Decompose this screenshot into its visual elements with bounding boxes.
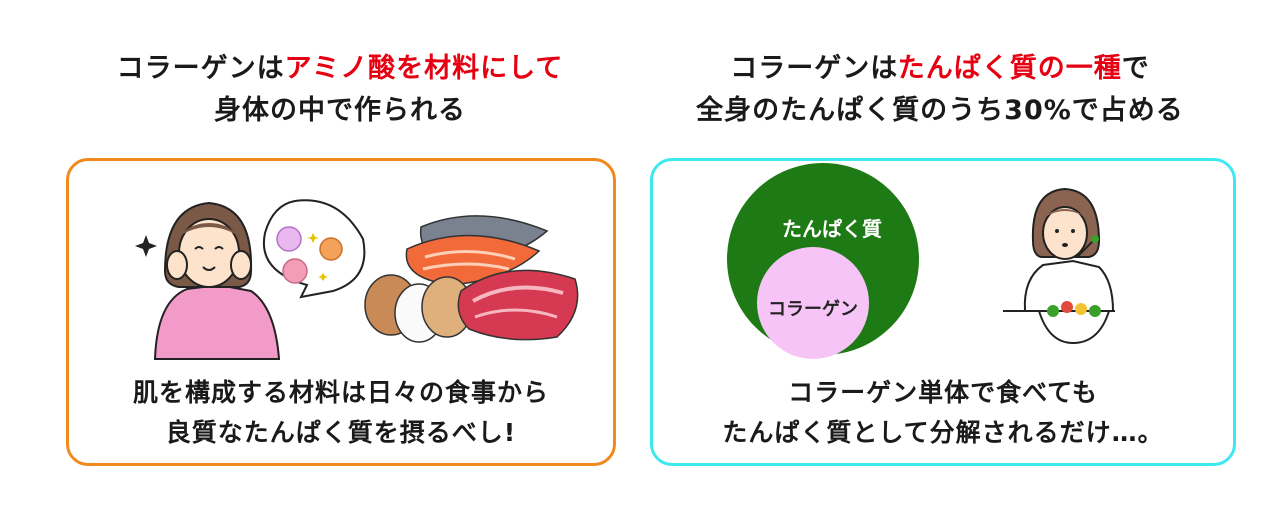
woman-touching-cheeks-figure [153,201,281,360]
right-caption-line1: コラーゲン単体で食べても [788,378,1098,407]
left-heading-pre: コラーゲンは [116,53,285,84]
right-heading-highlight: たんぱく質の一種 [897,53,1122,84]
amino-acid-orange-icon [319,237,343,261]
amino-acid-pink-icon [282,258,308,284]
food-protein-illustration [135,199,579,360]
salad-bowl-icon [1037,310,1111,345]
red-meat-steak [457,269,579,341]
right-heading-pre: コラーゲンは [730,53,898,84]
right-caption-line2: たんぱく質として分解されるだけ…。 [722,418,1164,447]
speech-bubble [262,199,366,299]
venn-and-eating-illustration [727,163,1115,359]
right-panel: たんぱく質 コラーゲン コラーゲン単体で食べても たんぱく質として分解されるだけ… [650,158,1236,466]
venn-inner-label: コラーゲン [768,299,858,320]
sparkle-icon [135,235,157,257]
right-heading-line1: コラーゲンはたんぱく質の一種で [660,48,1220,90]
left-heading-line2: 身体の中で作られる [214,95,466,126]
venn-outer-label: たんぱく質 [782,217,882,241]
left-heading: コラーゲンはアミノ酸を材料にして 身体の中で作られる [60,48,620,132]
woman-eating-salad-figure [1003,187,1115,345]
right-heading: コラーゲンはたんぱく質の一種で 全身のたんぱく質のうち30%で占める [660,48,1220,132]
left-heading-highlight: アミノ酸を材料にして [284,53,564,84]
left-caption-line2: 良質なたんぱく質を摂るべし! [165,418,517,447]
right-heading-post: で [1121,53,1150,84]
left-caption-line1: 肌を構成する材料は日々の食事から [132,378,549,407]
amino-acid-purple-icon [276,226,302,252]
salmon-fillets [405,215,549,286]
right-heading-line2: 全身のたんぱく質のうち30%で占める [696,95,1184,126]
left-caption: 肌を構成する材料は日々の食事から 良質なたんぱく質を摂るべし! [69,373,613,453]
eggs [364,274,473,343]
left-heading-line1: コラーゲンはアミノ酸を材料にして [60,48,620,90]
left-panel: 肌を構成する材料は日々の食事から 良質なたんぱく質を摂るべし! [66,158,616,466]
collagen-inner-circle [757,247,869,359]
right-caption: コラーゲン単体で食べても たんぱく質として分解されるだけ…。 [653,373,1233,453]
